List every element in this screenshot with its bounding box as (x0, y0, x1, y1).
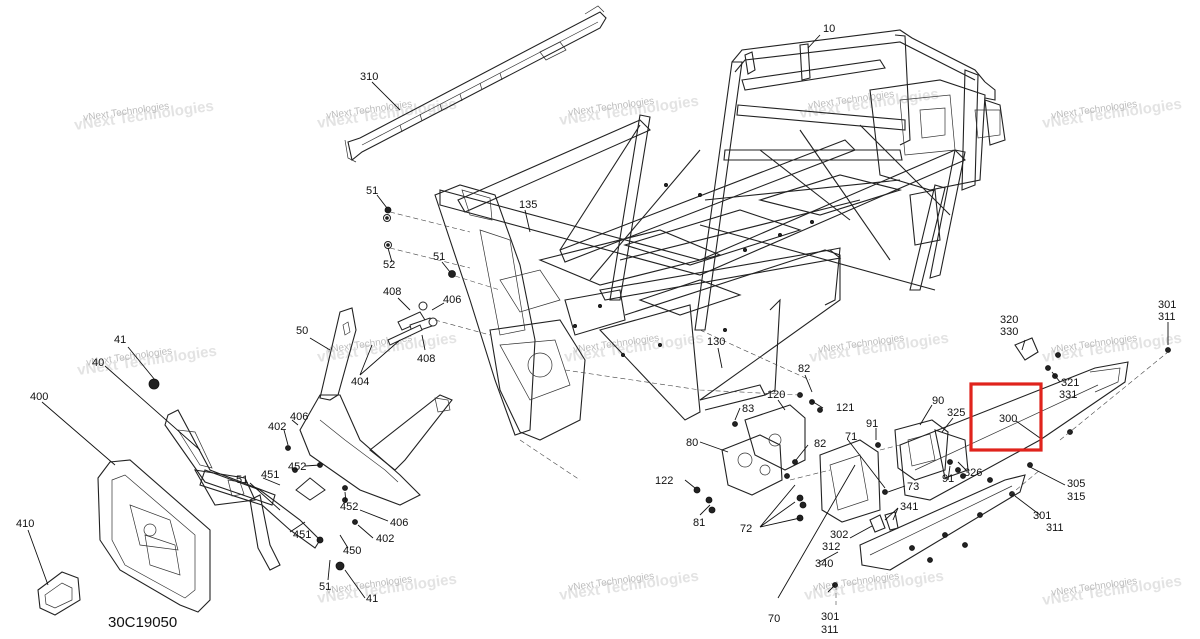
callout-331[interactable]: 331 (1059, 389, 1077, 401)
callout-302[interactable]: 302 (830, 529, 848, 541)
callout-41[interactable]: 41 (366, 593, 378, 605)
callout-410[interactable]: 410 (16, 518, 34, 530)
callout-41[interactable]: 41 (114, 334, 126, 346)
callout-80[interactable]: 80 (686, 437, 698, 449)
callout-40[interactable]: 40 (92, 357, 104, 369)
callout-301[interactable]: 301 (821, 611, 839, 623)
callout-120[interactable]: 120 (767, 389, 785, 401)
callout-81[interactable]: 81 (693, 517, 705, 529)
callout-10[interactable]: 10 (823, 23, 835, 35)
part-400-front-guard (97, 459, 211, 613)
callout-450[interactable]: 450 (343, 545, 361, 557)
highlight-box (969, 382, 1043, 452)
callout-406[interactable]: 406 (390, 517, 408, 529)
callout-50[interactable]: 50 (296, 325, 308, 337)
part-80-120-brackets (693, 392, 823, 522)
part-310-rail (344, 5, 607, 163)
callout-321[interactable]: 321 (1061, 377, 1079, 389)
callout-330[interactable]: 330 (1000, 326, 1018, 338)
part-300-side-rail (899, 337, 1171, 501)
callout-51[interactable]: 51 (236, 474, 248, 486)
main-frame (434, 29, 1006, 441)
callout-404[interactable]: 404 (351, 376, 369, 388)
callout-51[interactable]: 51 (319, 581, 331, 593)
callout-52[interactable]: 52 (383, 259, 395, 271)
callout-311[interactable]: 311 (1046, 522, 1064, 534)
part-40-bumper-tube (164, 409, 321, 571)
callout-73[interactable]: 73 (907, 481, 919, 493)
callout-406[interactable]: 406 (290, 411, 308, 423)
callout-135[interactable]: 135 (519, 199, 537, 211)
callout-311[interactable]: 311 (821, 624, 839, 636)
callout-70[interactable]: 70 (768, 613, 780, 625)
callout-301[interactable]: 301 (1158, 299, 1176, 311)
callout-311[interactable]: 311 (1158, 311, 1176, 323)
callout-90[interactable]: 90 (932, 395, 944, 407)
callout-452[interactable]: 452 (340, 501, 358, 513)
callout-82[interactable]: 82 (814, 438, 826, 450)
callout-305[interactable]: 305 (1067, 478, 1085, 490)
callout-51[interactable]: 51 (366, 185, 378, 197)
callout-452[interactable]: 452 (288, 461, 306, 473)
callout-312[interactable]: 312 (822, 541, 840, 553)
callout-51[interactable]: 51 (433, 251, 445, 263)
callout-408[interactable]: 408 (383, 286, 401, 298)
callout-315[interactable]: 315 (1067, 491, 1085, 503)
callout-340[interactable]: 340 (815, 558, 833, 570)
reference-code: 30C19050 (108, 614, 177, 631)
callout-400[interactable]: 400 (30, 391, 48, 403)
callout-402[interactable]: 402 (376, 533, 394, 545)
callout-451[interactable]: 451 (293, 529, 311, 541)
callout-301[interactable]: 301 (1033, 510, 1051, 522)
alignment-lines (389, 211, 1169, 605)
callout-408[interactable]: 408 (417, 353, 435, 365)
leader-lines (27, 34, 1169, 599)
callout-83[interactable]: 83 (742, 403, 754, 415)
watermarks: vNext Technologies vNext Technologies vN… (73, 86, 1183, 609)
callout-121[interactable]: 121 (836, 402, 854, 414)
part-90-325-brackets (875, 419, 969, 481)
part-410-plate (37, 571, 81, 616)
callout-326[interactable]: 326 (964, 467, 982, 479)
callout-310[interactable]: 310 (360, 71, 378, 83)
callout-122[interactable]: 122 (655, 475, 673, 487)
part-305-340-lower-rail (832, 474, 1026, 588)
part-71-bracket (819, 439, 888, 523)
part-50-bracket (299, 307, 453, 506)
callout-406[interactable]: 406 (443, 294, 461, 306)
callout-91[interactable]: 91 (942, 473, 954, 485)
callout-402[interactable]: 402 (268, 421, 286, 433)
callout-300[interactable]: 300 (999, 413, 1017, 425)
callout-325[interactable]: 325 (947, 407, 965, 419)
callout-130[interactable]: 130 (707, 336, 725, 348)
callout-82[interactable]: 82 (798, 363, 810, 375)
callout-341[interactable]: 341 (900, 501, 918, 513)
callout-71[interactable]: 71 (845, 431, 857, 443)
front-hardware (148, 206, 456, 571)
callouts: 10 310 135 51 52 51 408 406 408 404 50 4… (16, 23, 1176, 636)
callout-451[interactable]: 451 (261, 469, 279, 481)
callout-320[interactable]: 320 (1000, 314, 1018, 326)
callout-72[interactable]: 72 (740, 523, 752, 535)
callout-91[interactable]: 91 (866, 418, 878, 430)
